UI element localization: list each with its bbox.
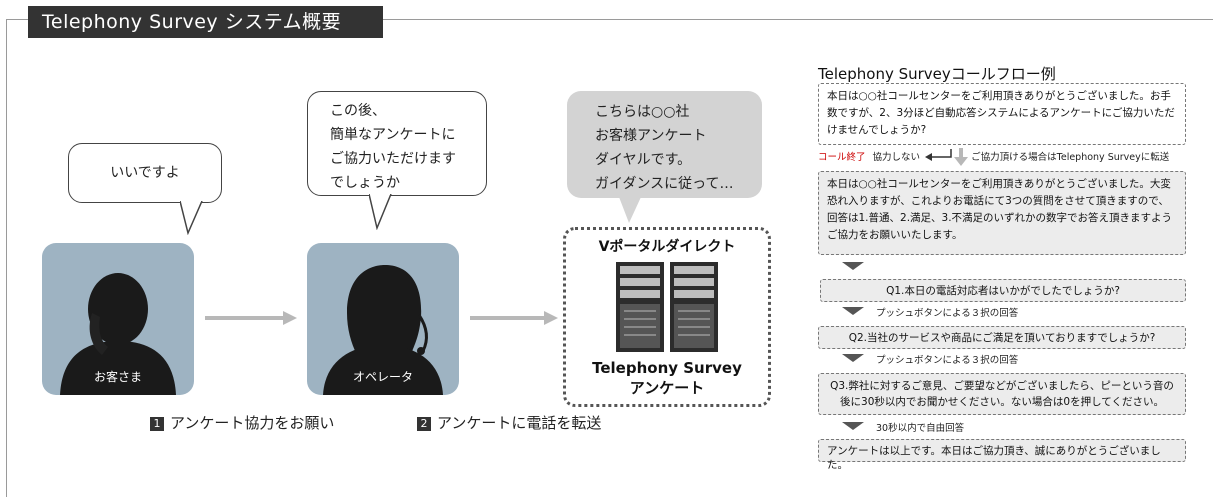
step-2: 2 アンケートに電話を転送 (417, 412, 601, 433)
flow-a3-text: 30秒以内で自由回答 (876, 423, 965, 434)
bubble-tail (180, 201, 203, 235)
bubble-tail (369, 194, 392, 230)
customer-speech-text: いいですよ (110, 165, 180, 181)
flow-q3-box: Q3.弊社に対するご意見、ご要望などがございましたら、ピーという音の 後に30秒… (818, 373, 1186, 415)
flow-guidance-text: 本日は○○社コールセンターをご利用頂きありがとうございました。大変恐れ入りますが… (827, 178, 1173, 241)
flow-closing-text: アンケートは以上です。本日はご協力頂き、誠にありがとうございました。 (827, 445, 1161, 471)
system-bubble-line-3: ダイヤルです。 (595, 152, 692, 168)
accept-label: ご協力頂ける場合はTelephony Surveyに転送 (971, 152, 1170, 163)
down-triangle-icon (842, 354, 864, 362)
flow-a1-row: プッシュボタンによる３択の回答 (842, 305, 1018, 319)
flow-a2-text: プッシュボタンによる３択の回答 (876, 355, 1019, 366)
return-arrow-icon (925, 149, 952, 161)
step-1-label: アンケート協力をお願い (170, 414, 335, 432)
operator-bubble-line-4: でしょうか (330, 175, 400, 191)
flow-q1-text: Q1.本日の電話対応者はいかがでしたでしょうか? (886, 285, 1120, 297)
flow-title: Telephony Surveyコールフロー例 (818, 65, 1056, 83)
flow-guidance-box: 本日は○○社コールセンターをご利用頂きありがとうございました。大変恐れ入りますが… (818, 171, 1186, 255)
flow-q1-box: Q1.本日の電話対応者はいかがでしたでしょうか? (820, 279, 1186, 302)
step-1-number: 1 (150, 417, 164, 431)
flow-a2-row: プッシュボタンによる３択の回答 (842, 352, 1018, 366)
operator-label: オペレータ (352, 370, 413, 384)
flow-a1-text: プッシュボタンによる３択の回答 (876, 308, 1019, 319)
operator-bubble-line-1: この後、 (330, 103, 386, 119)
down-triangle-icon (842, 262, 864, 270)
portal-product-name: Telephony Survey アンケート (563, 358, 771, 398)
flow-intro-text: 本日は○○社コールセンターをご利用頂きありがとうございました。お手数ですが、2、… (827, 90, 1175, 136)
system-bubble-line-1: こちらは○○社 (595, 104, 690, 120)
customer-avatar: お客さま (42, 243, 194, 395)
portal-system-box (563, 227, 771, 407)
system-bubble-line-2: お客様アンケート (595, 128, 707, 144)
flow-a3-row: 30秒以内で自由回答 (842, 420, 964, 434)
frame-left-line (6, 19, 7, 497)
flow-q3-line-1: Q3.弊社に対するご意見、ご要望などがございましたら、ピーという音の (830, 380, 1174, 392)
portal-title: Vポータルダイレクト (598, 239, 736, 255)
flow-closing-box: アンケートは以上です。本日はご協力頂き、誠にありがとうございました。 (818, 439, 1186, 471)
step-2-label: アンケートに電話を転送 (437, 414, 602, 432)
bubble-tail (619, 197, 641, 223)
down-triangle-icon (842, 422, 864, 430)
flow-q3-line-2: 後に30秒以内でお聞かせください。ない場合は0を押してください。 (840, 396, 1164, 408)
customer-speech-bubble: いいですよ (68, 143, 222, 235)
server-icon (612, 262, 722, 356)
flow-branch-row: コール終了 協力しない ご協力頂ける場合はTelephony Surveyに転送 (818, 148, 1208, 170)
arrow-customer-to-operator (205, 310, 297, 330)
page-title: Telephony Survey システム概要 (28, 6, 383, 38)
product-line-1: Telephony Survey (592, 359, 742, 377)
step-2-number: 2 (417, 417, 431, 431)
down-triangle-icon (842, 307, 864, 315)
flow-q2-text: Q2.当社のサービスや商品にご満足を頂いておりますでしょうか? (848, 332, 1156, 344)
system-speech-bubble: こちらは○○社 お客様アンケート ダイヤルです。 ガイダンスに従って… (567, 91, 762, 223)
down-arrow-icon (954, 148, 969, 166)
arrow-operator-to-system (470, 310, 558, 330)
operator-speech-bubble: この後、 簡単なアンケートに ご協力いただけます でしょうか (307, 91, 487, 230)
operator-bubble-line-3: ご協力いただけます (330, 151, 456, 167)
system-bubble-line-4: ガイダンスに従って… (595, 176, 734, 192)
operator-bubble-line-2: 簡単なアンケートに (330, 127, 456, 143)
flow-intro-box: 本日は○○社コールセンターをご利用頂きありがとうございました。お手数ですが、2、… (818, 83, 1186, 145)
decline-label: 協力しない (872, 152, 921, 163)
customer-silhouette-icon (60, 273, 176, 395)
operator-avatar: オペレータ (307, 243, 459, 395)
product-line-2: アンケート (629, 379, 705, 397)
operator-headset-silhouette-icon (323, 265, 443, 395)
flow-q2-box: Q2.当社のサービスや商品にご満足を頂いておりますでしょうか? (818, 326, 1186, 349)
frame-corner-line (6, 19, 36, 20)
step-1: 1 アンケート協力をお願い (150, 412, 334, 433)
call-end-label: コール終了 (818, 152, 866, 163)
frame-top-line (212, 19, 1213, 20)
customer-label: お客さま (93, 370, 142, 384)
